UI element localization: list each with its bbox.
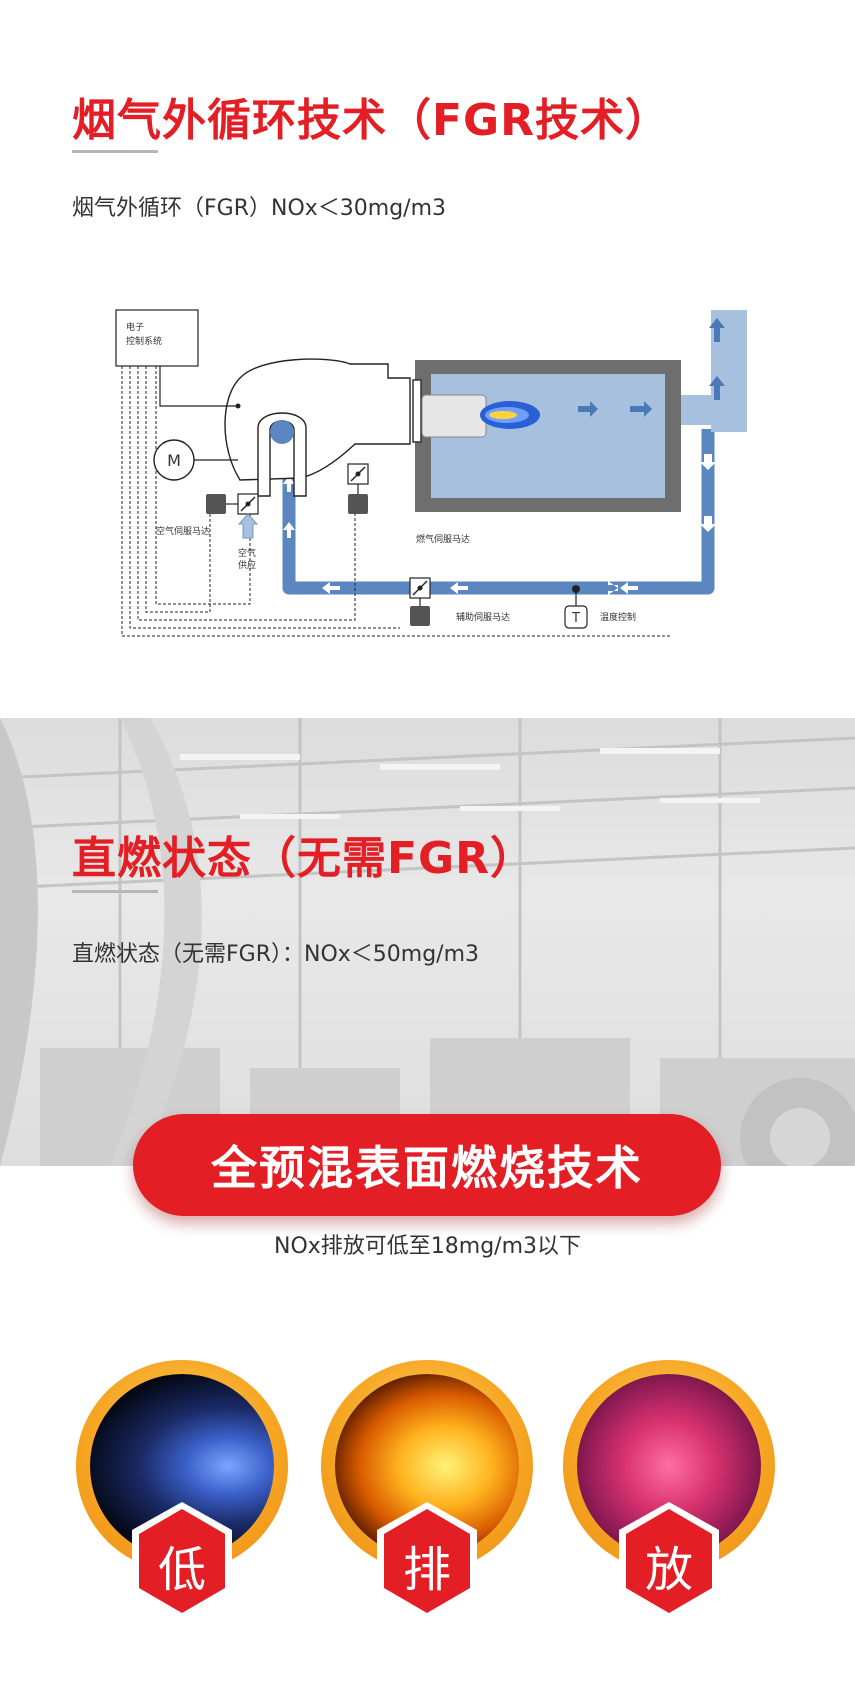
feature-char-emit: 排 <box>402 1542 451 1598</box>
temp-symbol: T <box>571 611 580 626</box>
recirculation-pipe <box>282 429 715 595</box>
control-system-box <box>115 309 199 367</box>
air-inlet-arrow-icon <box>237 513 259 539</box>
gas-servo-label: 燃气伺服马达 <box>416 533 470 545</box>
temperature-sensor-icon <box>564 605 588 629</box>
aux-servo-label: 辅助伺服马达 <box>456 611 510 623</box>
feature-char-low: 低 <box>157 1542 206 1598</box>
feature-release-circle: 放 <box>563 1360 775 1660</box>
premix-nox-caption: NOx排放可低至18mg/m3以下 <box>273 1234 582 1259</box>
direct-firing-nox-text: 直燃状态（无需FGR）：NOx＜50mg/m3 <box>72 942 480 967</box>
premix-technology-label: 全预混表面燃烧技术 <box>211 1141 643 1195</box>
hexagon-badge-icon <box>377 1502 477 1620</box>
fgr-section-title: 烟气外循环技术（FGR技术） <box>72 95 671 146</box>
temp-control-label: 温度控制 <box>600 611 636 623</box>
control-wires <box>121 366 670 637</box>
motor-symbol: M <box>167 451 181 470</box>
feature-char-release: 放 <box>644 1542 693 1598</box>
air-servo-label: 空气伺服马达 <box>156 525 210 537</box>
factory-background-image <box>0 718 855 1166</box>
hexagon-badge-icon <box>619 1502 719 1620</box>
control-system-label-1: 电子 <box>126 321 144 333</box>
fgr-title-divider <box>72 150 158 153</box>
pipe-flow-arrows-icon <box>283 454 716 595</box>
hexagon-badge-icon <box>132 1502 232 1620</box>
direct-firing-divider <box>72 890 158 893</box>
aux-servo-motor-icon <box>410 606 430 626</box>
fgr-process-diagram: 电子 控制系统 M 空气伺服马达 空气 供应 燃气伺服马达 辅助伺服马达 T 温… <box>115 309 747 637</box>
premix-technology-banner: 全预混表面燃烧技术 <box>133 1114 721 1216</box>
fgr-nox-text: 烟气外循环（FGR）NOx＜30mg/m3 <box>72 196 447 221</box>
feature-low-circle: 低 <box>76 1360 288 1660</box>
burner-flame-icon <box>480 401 540 429</box>
gas-servo-motor-icon <box>348 494 368 514</box>
direct-firing-title: 直燃状态（无需FGR） <box>72 833 536 884</box>
burner-housing <box>224 358 411 481</box>
flow-arrows-icon <box>578 318 725 417</box>
feature-emission-circle: 排 <box>321 1360 533 1660</box>
air-supply-label-1: 空气 <box>238 547 256 559</box>
air-supply-label-2: 供应 <box>238 559 256 571</box>
air-servo-motor-icon <box>206 494 226 514</box>
control-system-label-2: 控制系统 <box>126 335 162 347</box>
